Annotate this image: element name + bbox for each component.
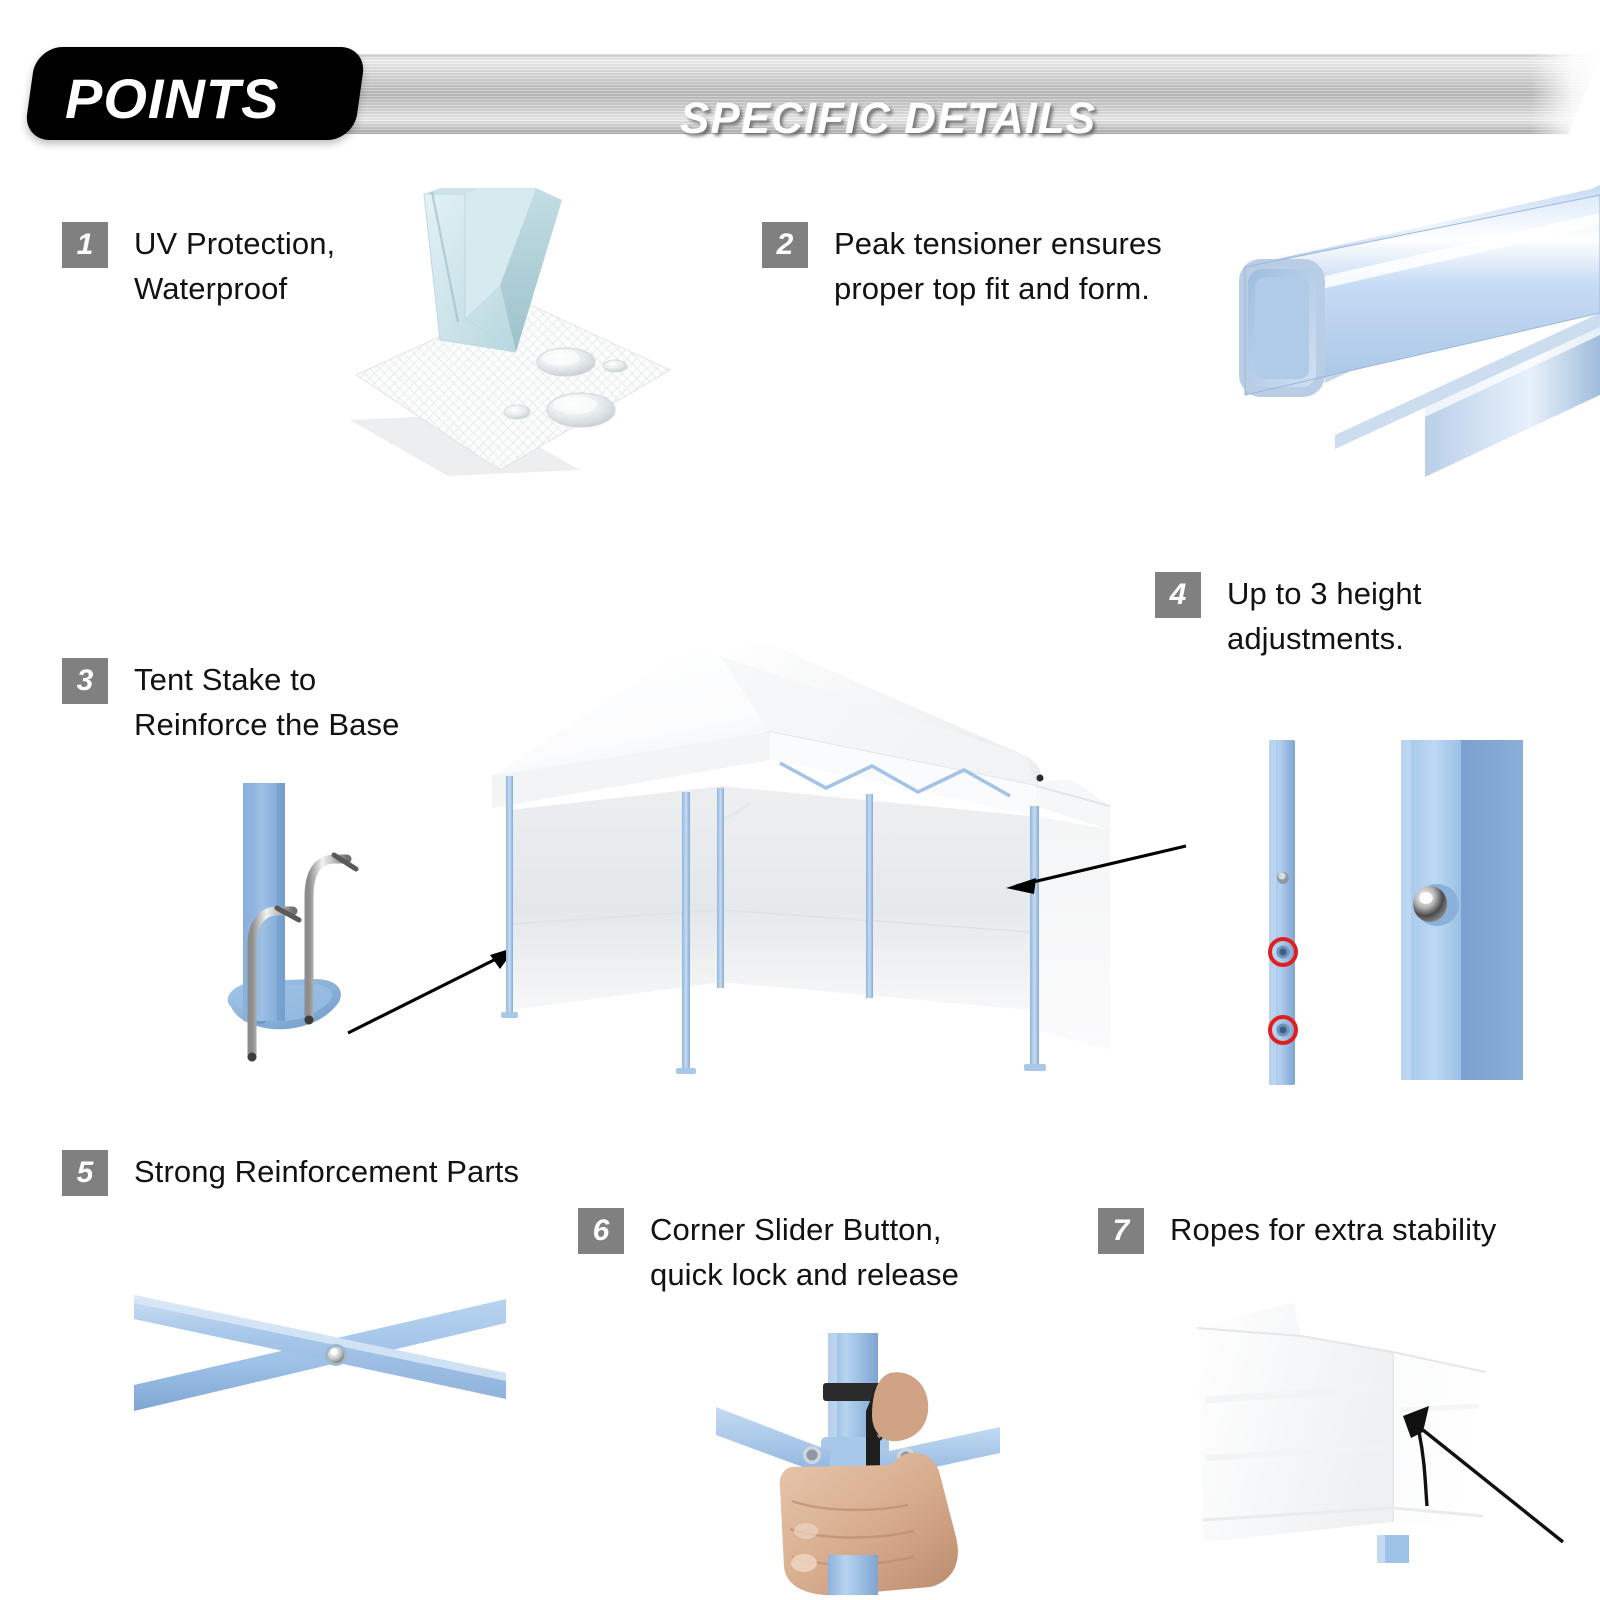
peak-tensioner-point [1036, 774, 1044, 782]
points-label: POINTS [65, 67, 280, 130]
sidewall-center [722, 786, 1030, 1010]
metal-banner-background [150, 54, 1600, 134]
rope-anchor-tab [1403, 1406, 1429, 1438]
waterproof-fabric-illustration [330, 170, 690, 510]
point-badge-5: 5 [62, 1150, 108, 1196]
point-text-7: Ropes for extra stability [1170, 1212, 1497, 1247]
water-droplets [503, 347, 628, 428]
tent-stake-illustration [195, 745, 415, 1075]
sidewall-right [1036, 816, 1110, 1050]
canopy-face-left [1197, 1302, 1393, 1542]
corner-slider-button-illustration [700, 1315, 1020, 1600]
guy-rope-long [1421, 1428, 1565, 1544]
wide-pole-with-push-button [1401, 740, 1523, 1080]
slim-pole-with-holes [1268, 740, 1298, 1085]
point-badge-7: 7 [1098, 1208, 1144, 1254]
square-steel-tube-illustration [1175, 185, 1600, 485]
tent-poles [506, 776, 1039, 1072]
point-text-5: Strong Reinforcement Parts [134, 1154, 520, 1189]
point-text-4: Up to 3 height adjustments. [1227, 576, 1422, 656]
point-text-3: Tent Stake to Reinforce the Base [134, 662, 400, 742]
point-item-1: 1 UV Protection, Waterproof [62, 222, 335, 312]
roof-left [492, 652, 770, 792]
point-badge-3: 3 [62, 658, 108, 704]
hand [779, 1372, 958, 1596]
point-text-2: Peak tensioner ensures proper top fit an… [834, 226, 1162, 306]
point-item-7: 7 Ropes for extra stability [1098, 1208, 1496, 1254]
point-badge-1: 1 [62, 222, 108, 268]
valance-main [770, 732, 1036, 816]
banner-title: SPECIFIC DETAILS [680, 94, 1097, 143]
pole-feet [501, 1012, 1046, 1074]
arrow-tent-to-height-adjust [990, 838, 1190, 908]
valance-left [492, 732, 770, 808]
point-item-5: 5 Strong Reinforcement Parts [62, 1150, 519, 1196]
point-text-1: UV Protection, Waterproof [134, 226, 336, 306]
height-adjustment-illustration [1225, 690, 1575, 1090]
main-square-tube [1239, 187, 1600, 397]
point-badge-6: 6 [578, 1208, 624, 1254]
slider-collar-top [823, 1383, 885, 1401]
adjustment-hole-marker-2 [1268, 1015, 1298, 1045]
adjustment-hole-marker-1 [1268, 937, 1298, 967]
point-badge-4: 4 [1155, 572, 1201, 618]
point-item-2: 2 Peak tensioner ensures proper top fit … [762, 222, 1162, 312]
sidewall-left [510, 786, 722, 1010]
point-badge-2: 2 [762, 222, 808, 268]
point-text-6: Corner Slider Button, quick lock and rel… [650, 1212, 959, 1292]
down-arrow-icon [423, 188, 562, 353]
roof-right [1036, 780, 1110, 830]
pop-up-canopy-tent-illustration [470, 580, 1130, 1074]
x-brace-illustration [110, 1265, 530, 1420]
guy-rope-corner-illustration [1185, 1280, 1580, 1600]
truss-arm-left [716, 1407, 830, 1477]
canopy-leg-post [243, 783, 285, 1021]
point-item-3: 3 Tent Stake to Reinforce the Base [62, 658, 399, 748]
tent-stake-right [304, 852, 359, 1025]
tent-stake-left [247, 905, 302, 1062]
point-item-4: 4 Up to 3 height adjustments. [1155, 572, 1421, 662]
push-button-icon [1413, 884, 1459, 926]
header-banner: SPECIFIC DETAILS POINTS [0, 42, 1600, 152]
point-item-6: 6 Corner Slider Button, quick lock and r… [578, 1208, 959, 1298]
brace-rivet-icon [325, 1344, 347, 1366]
guy-rope-short [1417, 1431, 1429, 1507]
